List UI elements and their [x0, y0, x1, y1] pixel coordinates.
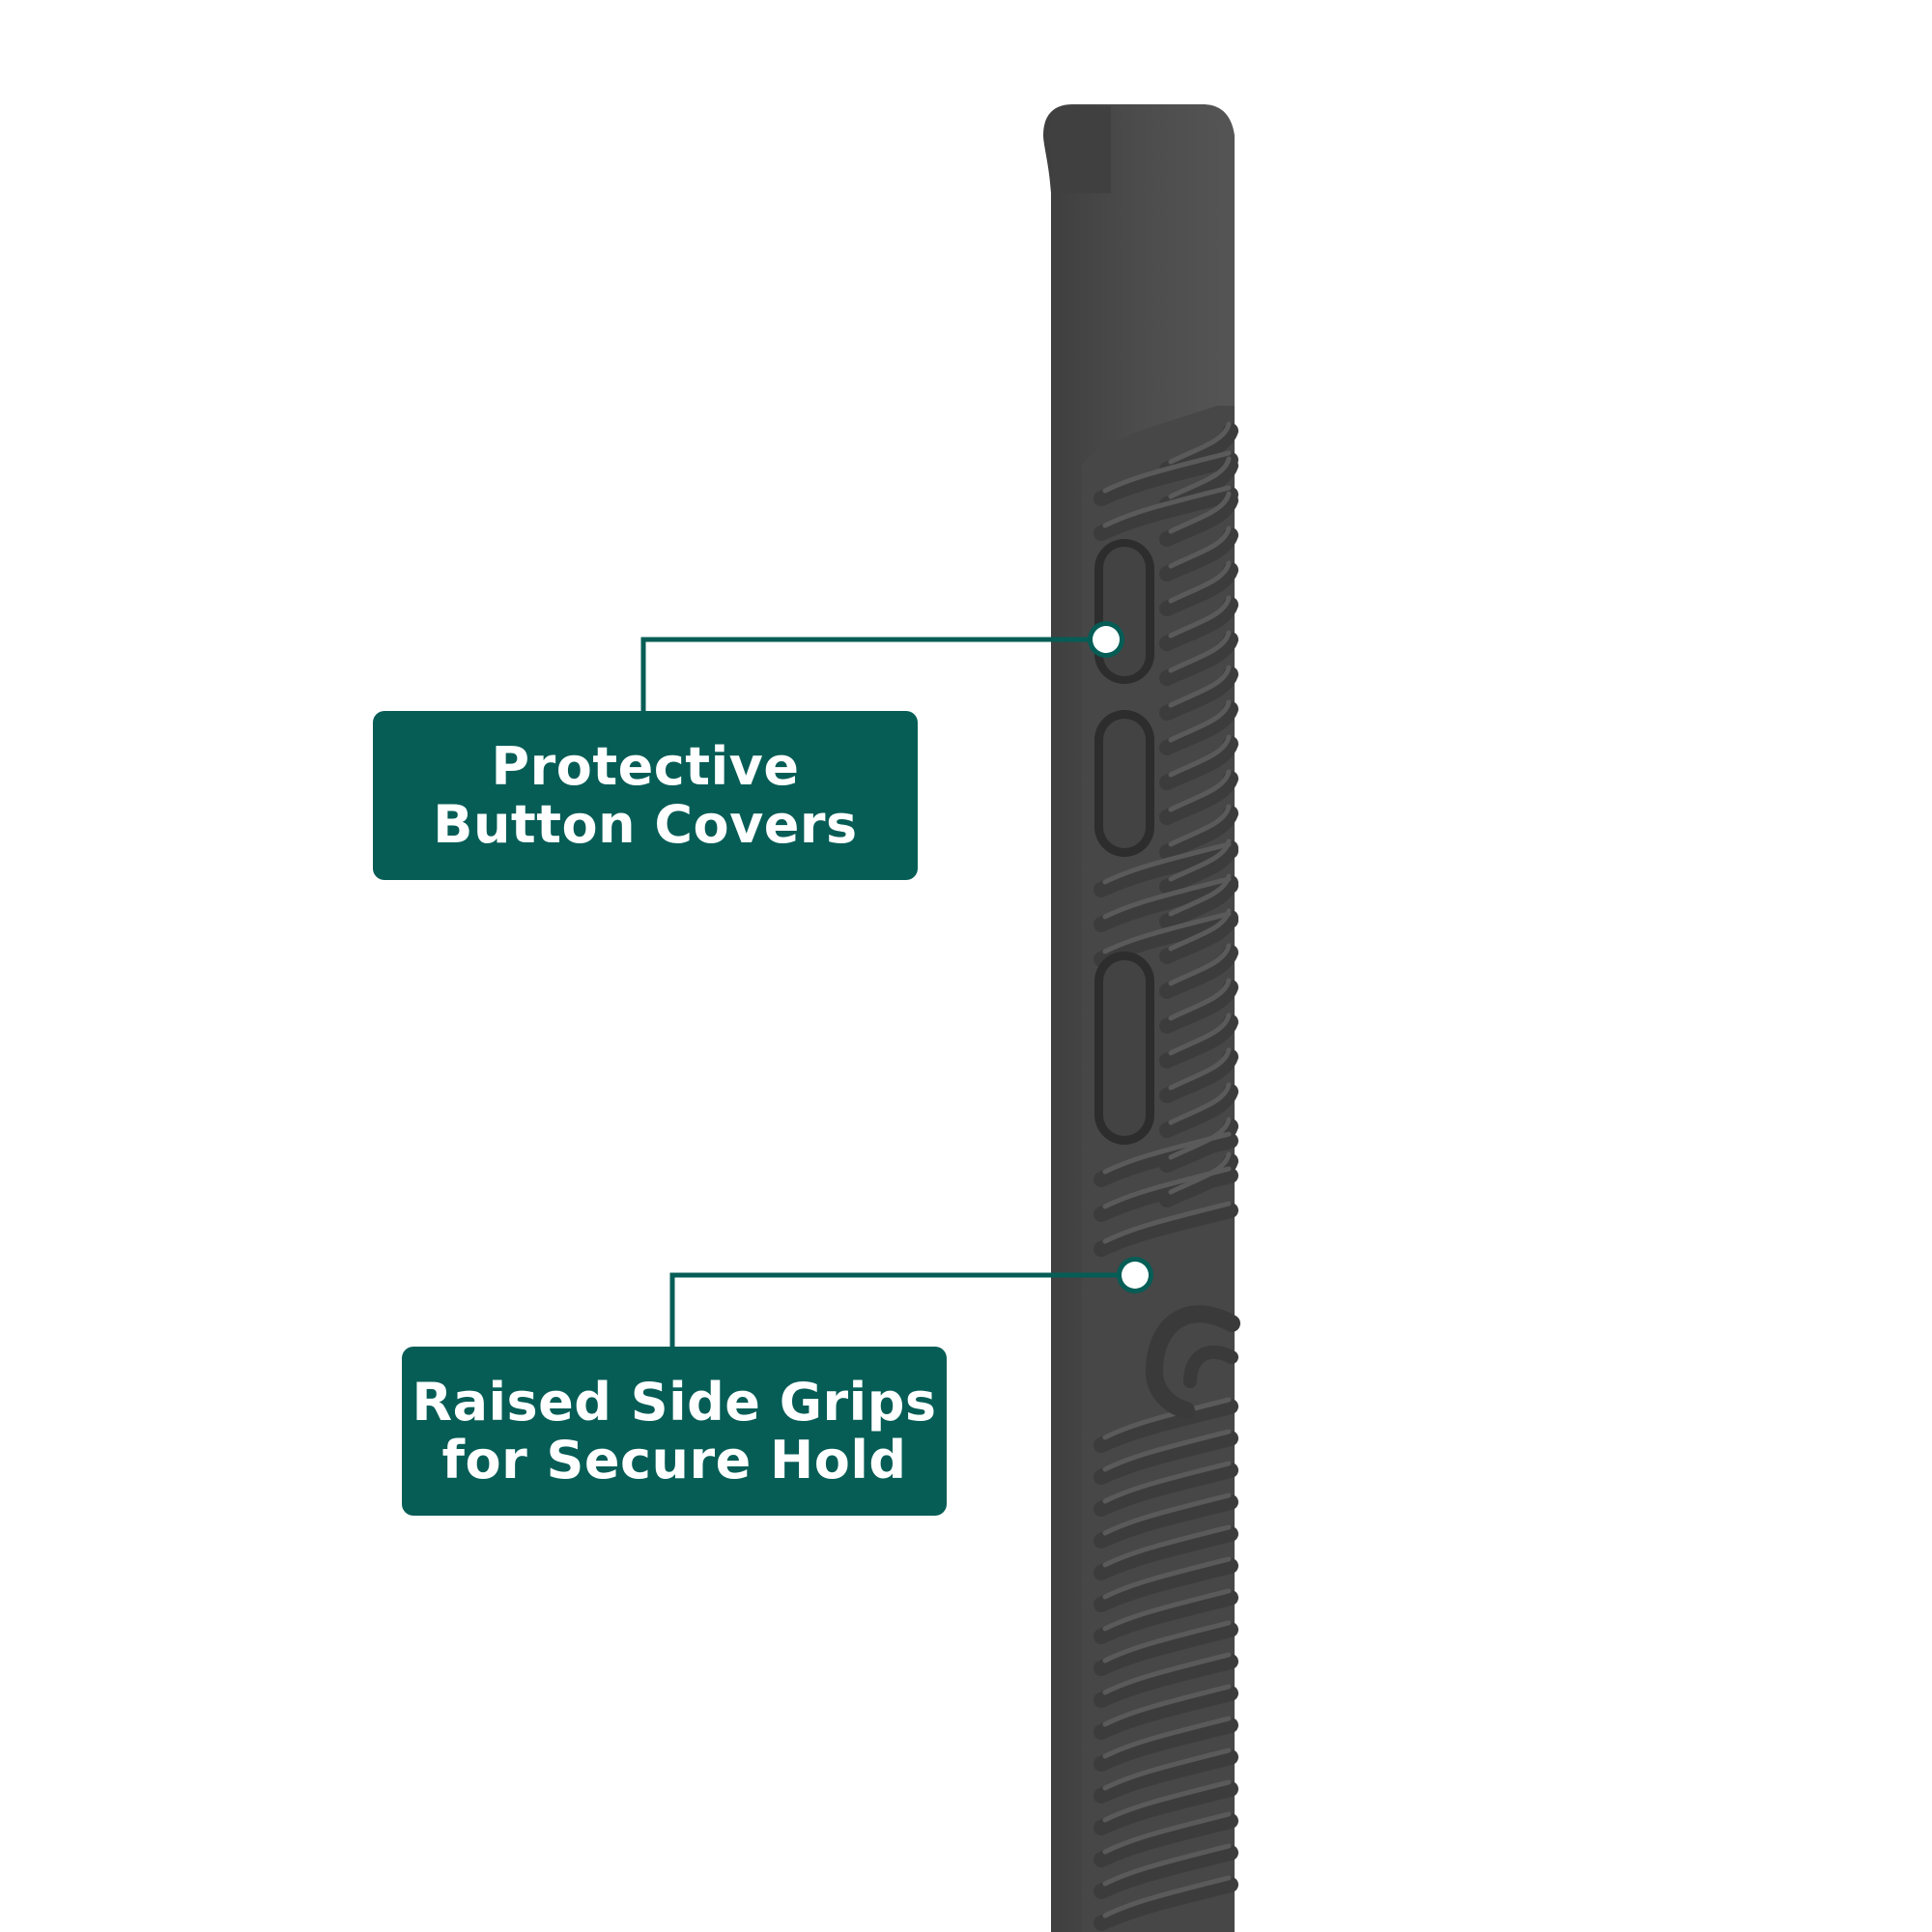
grip-ridge-highlight [1168, 734, 1232, 778]
grip-ridge [1159, 667, 1238, 721]
grip-ridge [1094, 1749, 1238, 1804]
grip-ridge [1159, 806, 1238, 860]
grip-ridge-highlight [1168, 699, 1232, 743]
grip-ridge-highlight [1168, 978, 1232, 1021]
grip-ridge-highlight [1168, 1047, 1232, 1091]
callout-line-1: Protective [491, 735, 800, 797]
grip-ridge-highlight [1168, 665, 1232, 708]
grip-ridge [1159, 562, 1238, 616]
grip-ridge-highlight [1102, 1779, 1232, 1823]
grip-ridge-highlight [1102, 1201, 1232, 1244]
grip-ridge [1159, 1049, 1238, 1103]
grip-ridge [1159, 597, 1238, 651]
grip-ridge [1094, 843, 1238, 897]
grip-ridge [1159, 945, 1238, 999]
grip-ridge-highlight [1168, 526, 1232, 569]
grip-ridge-highlight [1102, 1556, 1232, 1600]
callout-protective-button-covers: Protective Button Covers [373, 711, 918, 880]
leader-line-buttons [640, 637, 1106, 711]
grip-ridge [1094, 1133, 1238, 1187]
grip-ridge [1159, 1084, 1238, 1138]
case-top-lip [1048, 106, 1111, 193]
grip-ridge [1094, 1494, 1238, 1548]
leader-line-grips [669, 1272, 1135, 1347]
thumb-grip-arc [1145, 1305, 1240, 1419]
grip-ridge-highlight [1102, 450, 1232, 494]
grip-ridge-highlight [1168, 943, 1232, 986]
grip-ridge [1159, 1014, 1238, 1068]
grip-ridge [1159, 493, 1238, 547]
grip-ridge [1094, 1845, 1238, 1899]
grip-ridge [1094, 1718, 1238, 1772]
grip-ridge-highlight [1102, 1716, 1232, 1759]
button-cover-volume-up [1094, 539, 1154, 684]
grip-ridge-highlight [1168, 1082, 1232, 1125]
grip-ridge [1094, 1203, 1238, 1257]
grip-ridge-highlight [1102, 1811, 1232, 1855]
grip-ridge [1159, 632, 1238, 686]
callout-line-2: for Secure Hold [441, 1429, 907, 1491]
grip-ridge-highlight [1102, 1429, 1232, 1472]
grip-ridge [1159, 736, 1238, 790]
grip-ridge [1159, 980, 1238, 1034]
grip-ridge-highlight [1102, 911, 1232, 954]
callout-line-2: Button Covers [433, 793, 858, 855]
grip-ridge-highlight [1102, 1620, 1232, 1663]
grip-ridge-highlight [1168, 560, 1232, 604]
grip-ridge [1094, 1813, 1238, 1867]
raised-side-grips-highlight [1102, 421, 1232, 1918]
grip-ridge [1094, 1590, 1238, 1644]
grip-ridge-highlight [1168, 421, 1232, 465]
grip-ridge [1159, 701, 1238, 755]
grip-ridge [1159, 771, 1238, 825]
grip-ridge-highlight [1102, 1492, 1232, 1536]
grip-ridge [1094, 1431, 1238, 1485]
grip-ridge [1094, 1877, 1238, 1931]
grip-ridge [1094, 1168, 1238, 1222]
grip-ridge [1094, 1399, 1238, 1453]
grip-ridge-highlight [1168, 769, 1232, 812]
grip-ridge [1094, 1558, 1238, 1612]
grip-ridge [1094, 1654, 1238, 1708]
grip-ridge-highlight [1102, 1131, 1232, 1175]
grip-ridge-highlight [1168, 630, 1232, 673]
thumb-grip-arc-inner [1183, 1346, 1238, 1388]
grip-ridge [1094, 878, 1238, 932]
grip-ridge [1094, 1526, 1238, 1580]
grip-ridge-highlight [1102, 1843, 1232, 1887]
grip-ridge-highlight [1102, 1747, 1232, 1791]
grip-ridge-highlight [1102, 1397, 1232, 1440]
button-cover-power [1094, 952, 1154, 1145]
grip-ridge [1094, 487, 1238, 541]
grip-ridge [1094, 1463, 1238, 1517]
grip-ridge-highlight [1102, 485, 1232, 528]
grip-ridge-highlight [1102, 1524, 1232, 1568]
dot-marker-icon [1088, 621, 1124, 658]
grip-ridge-highlight [1102, 1166, 1232, 1209]
dot-marker-icon [1117, 1257, 1153, 1293]
grip-ridge-highlight [1102, 876, 1232, 920]
grip-ridge-highlight [1102, 1652, 1232, 1695]
raised-side-grips [1094, 423, 1238, 1931]
callout-raised-side-grips: Raised Side Grips for Secure Hold [402, 1347, 947, 1516]
grip-ridge [1094, 452, 1238, 506]
grip-ridge-highlight [1102, 1461, 1232, 1504]
grip-ridge-highlight [1168, 1012, 1232, 1056]
grip-ridge-highlight [1168, 456, 1232, 499]
grip-ridge-highlight [1168, 804, 1232, 847]
callout-line-1: Raised Side Grips [412, 1371, 937, 1433]
grip-ridge [1094, 1622, 1238, 1676]
grip-ridge [1094, 1781, 1238, 1835]
grip-ridge-highlight [1102, 1875, 1232, 1918]
grip-ridge [1159, 527, 1238, 582]
grip-ridge-highlight [1102, 1684, 1232, 1727]
grip-ridge-highlight [1168, 595, 1232, 639]
grip-ridge-highlight [1102, 841, 1232, 885]
grip-ridge [1094, 1686, 1238, 1740]
grip-ridge-highlight [1102, 1588, 1232, 1632]
grip-ridge-highlight [1168, 491, 1232, 534]
button-cover-volume-down [1094, 710, 1154, 857]
